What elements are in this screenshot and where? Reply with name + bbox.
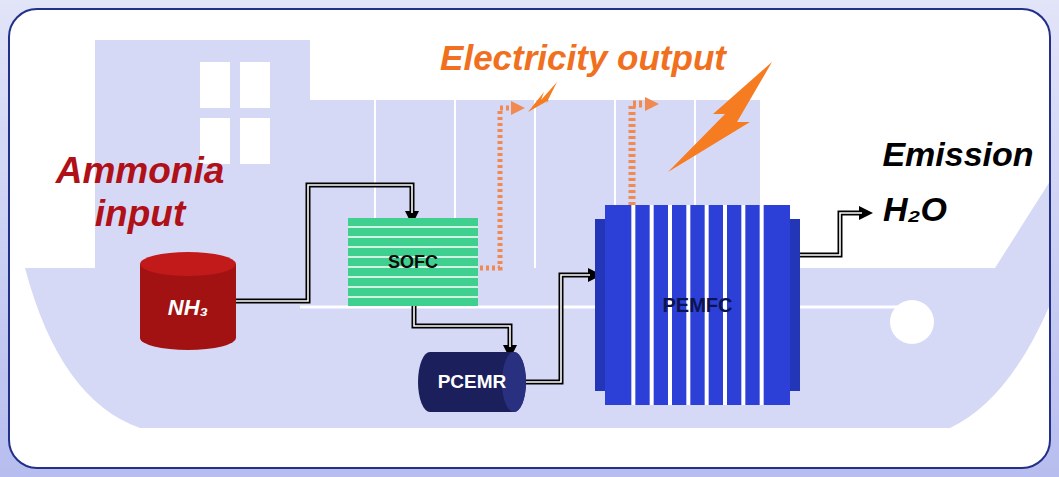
connector-core	[414, 306, 510, 347]
connector-core	[526, 275, 590, 382]
input-label: Ammonia input	[20, 150, 260, 235]
lightning-bolt	[668, 62, 772, 172]
node-text: PCEMR	[438, 371, 507, 393]
connector-line	[414, 306, 510, 352]
emission-arrow	[800, 213, 866, 255]
node-text: SOFC	[388, 252, 438, 273]
window	[240, 62, 270, 108]
connector-line	[526, 275, 595, 382]
pemfc-stack: PEMFC	[595, 205, 800, 405]
lightning-bolt	[528, 82, 557, 112]
electricity-flow	[632, 104, 652, 205]
product-label: H₂O	[870, 190, 960, 229]
output-label: Electricity output	[408, 38, 758, 78]
window	[200, 62, 230, 108]
window	[240, 118, 270, 164]
electricity-flow	[480, 108, 518, 268]
flow-connector	[526, 275, 595, 382]
node-text: NH₃	[168, 295, 208, 321]
node-text: PEMFC	[663, 294, 733, 317]
pcemr-reactor: PCEMR	[418, 352, 526, 412]
sofc-stack: SOFC	[348, 218, 478, 306]
porthole	[890, 300, 934, 344]
emission-label: Emission	[868, 135, 1048, 174]
panel-border	[9, 9, 1050, 468]
ammonia-tank: NH₃	[140, 252, 236, 350]
flow-connector	[414, 306, 510, 352]
